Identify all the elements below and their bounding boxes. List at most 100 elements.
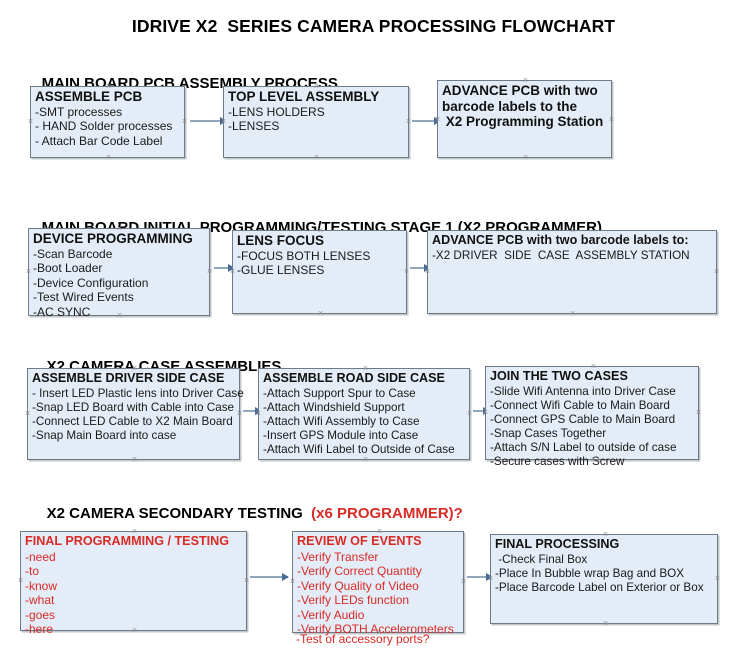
connection-handle-bottom[interactable] xyxy=(569,310,576,317)
connection-handle-bottom[interactable] xyxy=(105,154,112,161)
node-review-of-events-line-4: -Verify Audio xyxy=(297,607,365,622)
connection-handle-right[interactable] xyxy=(236,410,243,417)
connection-handle-top[interactable] xyxy=(376,528,383,535)
node-join-the-two-cases-line-5: -Secure cases with Screw xyxy=(490,454,625,468)
connection-handle-bottom[interactable] xyxy=(313,154,320,161)
node-assemble-road-side-case[interactable]: ASSEMBLE ROAD SIDE CASE -Attach Support … xyxy=(258,368,470,460)
connection-handle-bottom[interactable] xyxy=(116,312,123,319)
node-assemble-road-side-case-title: ASSEMBLE ROAD SIDE CASE xyxy=(263,371,445,385)
connection-handle-top[interactable] xyxy=(105,83,112,90)
node-assemble-road-side-case-line-0: -Attach Support Spur to Case xyxy=(263,386,416,400)
node-advance-pcb-station-title: ADVANCE PCB with two barcode labels to t… xyxy=(442,83,604,129)
connection-handle-top[interactable] xyxy=(590,363,597,370)
node-final-processing-line-2: -Place Barcode Label on Exterior or Box xyxy=(495,580,704,594)
node-lens-focus[interactable]: LENS FOCUS -FOCUS BOTH LENSES -GLUE LENS… xyxy=(232,230,407,314)
node-final-programming-testing-line-0: -need xyxy=(25,549,56,564)
node-device-programming[interactable]: DEVICE PROGRAMMING -Scan Barcode -Boot L… xyxy=(25,225,213,319)
connection-handle-right[interactable] xyxy=(466,410,473,417)
node-review-of-events[interactable]: REVIEW OF EVENTS -Verify Transfer -Verif… xyxy=(289,528,467,636)
connection-handle-bottom[interactable] xyxy=(590,456,597,463)
node-assemble-driver-side-case-title: ASSEMBLE DRIVER SIDE CASE xyxy=(32,371,225,385)
connection-handle-left[interactable] xyxy=(434,116,441,123)
node-top-level-assembly-line-1: -LENSES xyxy=(228,119,280,134)
connection-handle-right[interactable] xyxy=(405,118,412,125)
node-review-of-events-line-5: -Verify BOTH Accelerometers xyxy=(297,622,454,637)
connection-handle-top[interactable] xyxy=(131,365,138,372)
connection-handle-bottom[interactable] xyxy=(131,456,138,463)
connection-handle-right[interactable] xyxy=(608,116,615,123)
connection-handle-top[interactable] xyxy=(602,531,609,538)
node-join-the-two-cases[interactable]: JOIN THE TWO CASES -Slide Wifi Antenna i… xyxy=(482,363,702,468)
node-advance-pcb-driver-line-0: -X2 DRIVER SIDE CASE ASSEMBLY STATION xyxy=(432,248,690,262)
node-device-programming-line-0: -Scan Barcode xyxy=(33,246,113,261)
node-assemble-driver-side-case[interactable]: ASSEMBLE DRIVER SIDE CASE - Insert LED P… xyxy=(24,365,244,463)
node-assemble-pcb-line-0: -SMT processes xyxy=(35,104,123,119)
node-advance-pcb-driver[interactable]: ADVANCE PCB with two barcode labels to: … xyxy=(427,230,717,314)
connection-handle-left[interactable] xyxy=(17,577,24,584)
connection-handle-right[interactable] xyxy=(713,268,720,275)
connection-handle-right[interactable] xyxy=(206,268,213,275)
connection-handle-top[interactable] xyxy=(522,77,529,84)
connector-final-programming-to-review xyxy=(250,573,289,581)
connection-handle-left[interactable] xyxy=(482,409,489,416)
node-device-programming-line-4: -AC SYNC xyxy=(33,304,91,319)
connection-handle-top[interactable] xyxy=(569,227,576,234)
connection-handle-left[interactable] xyxy=(25,268,32,275)
connection-handle-left[interactable] xyxy=(229,268,236,275)
node-assemble-pcb-title: ASSEMBLE PCB xyxy=(35,89,143,104)
node-final-programming-testing[interactable]: FINAL PROGRAMMING / TESTING -need -to -k… xyxy=(17,528,250,636)
connection-handle-left[interactable] xyxy=(220,118,227,125)
node-review-of-events-title: REVIEW OF EVENTS xyxy=(297,534,422,548)
connection-handle-right[interactable] xyxy=(243,577,250,584)
node-assemble-driver-side-case-line-0: - Insert LED Plastic lens into Driver Ca… xyxy=(32,386,244,400)
connection-handle-top[interactable] xyxy=(116,225,123,232)
section-heading-4: X2 CAMERA SECONDARY TESTING (x6 PROGRAMM… xyxy=(30,488,463,539)
node-lens-focus-line-0: -FOCUS BOTH LENSES xyxy=(237,248,371,263)
node-assemble-driver-side-case-line-3: -Snap Main Board into case xyxy=(32,428,177,442)
node-review-of-events-line-2: -Verify Quality of Video xyxy=(297,578,419,593)
node-final-processing-line-1: -Place In Bubble wrap Bag and BOX xyxy=(495,566,685,580)
connection-handle-bottom[interactable] xyxy=(522,154,529,161)
node-lens-focus-title: LENS FOCUS xyxy=(237,233,325,248)
node-join-the-two-cases-title: JOIN THE TWO CASES xyxy=(490,369,628,383)
connection-handle-top[interactable] xyxy=(313,83,320,90)
node-advance-pcb-station[interactable]: ADVANCE PCB with two barcode labels to t… xyxy=(437,80,612,158)
connection-handle-right[interactable] xyxy=(181,118,188,125)
connection-handle-left[interactable] xyxy=(27,118,34,125)
connection-handle-bottom[interactable] xyxy=(362,456,369,463)
node-assemble-pcb-line-1: - HAND Solder processes xyxy=(35,119,173,134)
node-review-of-events-line-1: -Verify Correct Quantity xyxy=(297,564,422,579)
node-final-processing[interactable]: FINAL PROCESSING -Check Final Box -Place… xyxy=(490,534,718,624)
connection-handle-left[interactable] xyxy=(24,410,31,417)
node-assemble-driver-side-case-line-1: -Snap LED Board with Cable into Case xyxy=(32,400,235,414)
page-title: IDRIVE X2 SERIES CAMERA PROCESSING FLOWC… xyxy=(131,16,616,36)
connection-handle-bottom[interactable] xyxy=(317,310,324,317)
connection-handle-right[interactable] xyxy=(714,575,721,582)
node-assemble-pcb[interactable]: ASSEMBLE PCB -SMT processes - HAND Solde… xyxy=(30,86,185,158)
connection-handle-right[interactable] xyxy=(695,409,702,416)
connection-handle-bottom[interactable] xyxy=(131,627,138,634)
node-join-the-two-cases-line-1: -Connect Wifi Cable to Main Board xyxy=(490,398,670,412)
connection-handle-bottom[interactable] xyxy=(602,620,609,627)
connection-handle-right[interactable] xyxy=(403,268,410,275)
connection-handle-top[interactable] xyxy=(362,365,369,372)
connection-handle-left[interactable] xyxy=(487,575,494,582)
connection-handle-left[interactable] xyxy=(255,410,262,417)
node-advance-pcb-driver-title: ADVANCE PCB with two barcode labels to: xyxy=(432,233,689,247)
section-heading-4-text: X2 CAMERA SECONDARY TESTING xyxy=(46,505,312,522)
connection-handle-top[interactable] xyxy=(131,528,138,535)
node-final-programming-testing-line-5: -here xyxy=(25,622,54,637)
connection-handle-left[interactable] xyxy=(424,268,431,275)
connection-handle-left[interactable] xyxy=(289,578,296,585)
node-assemble-pcb-line-2: - Attach Bar Code Label xyxy=(35,133,163,148)
node-final-programming-testing-title: FINAL PROGRAMMING / TESTING xyxy=(25,534,230,548)
node-join-the-two-cases-line-2: -Connect GPS Cable to Main Board xyxy=(490,412,676,426)
node-assemble-road-side-case-line-1: -Attach Windshield Support xyxy=(263,400,405,414)
node-assemble-road-side-case-line-4: -Attach Wifi Label to Outside of Case xyxy=(263,442,455,456)
node-review-of-events-overflow-line: -Test of accessory ports? xyxy=(296,632,430,646)
connection-handle-top[interactable] xyxy=(317,227,324,234)
connection-handle-right[interactable] xyxy=(460,578,467,585)
node-assemble-road-side-case-line-3: -Insert GPS Module into Case xyxy=(263,428,419,442)
node-top-level-assembly[interactable]: TOP LEVEL ASSEMBLY -LENS HOLDERS -LENSES xyxy=(223,86,409,158)
